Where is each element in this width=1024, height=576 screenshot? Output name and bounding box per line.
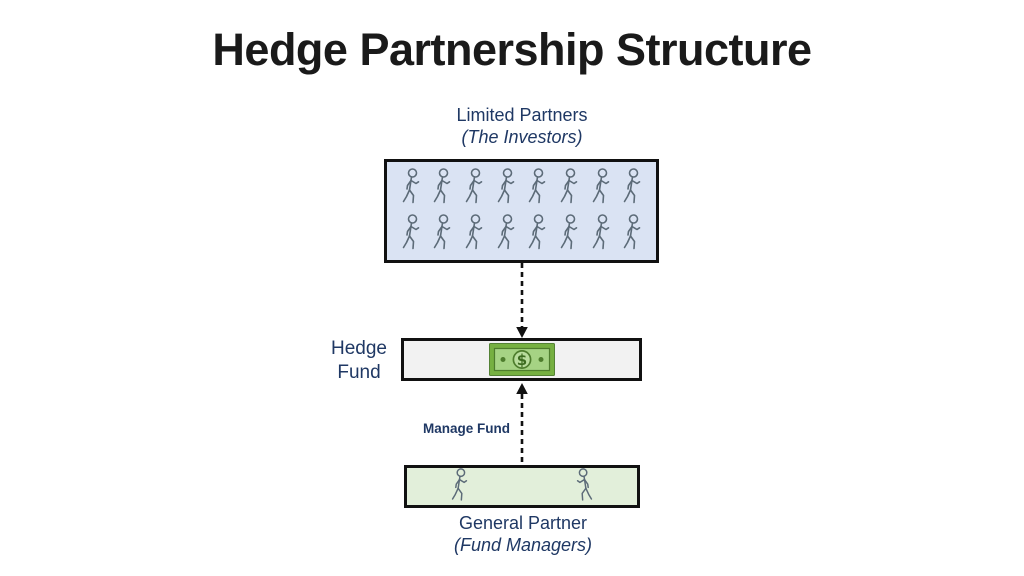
limited-partners-box (384, 159, 659, 263)
person-icon (623, 214, 641, 250)
person-icon (465, 214, 483, 250)
limited-partners-label: Limited Partners (The Investors) (392, 104, 652, 148)
limited-partners-label-sub: (The Investors) (461, 127, 583, 147)
person-icon (402, 168, 420, 204)
dollar-symbol: $ (516, 351, 526, 369)
dollar-bill-icon: $ (488, 343, 555, 376)
person-icon (560, 214, 578, 250)
manage-fund-label: Manage Fund (423, 421, 510, 436)
limited-partners-label-main: Limited Partners (456, 105, 588, 125)
person-icon (434, 168, 451, 204)
person-icon (465, 168, 483, 204)
person-icon (592, 214, 609, 250)
flow-arrow-investors-to-fund (516, 263, 528, 338)
person-icon (529, 214, 546, 250)
person-icon (451, 468, 468, 501)
person-icon (576, 468, 593, 501)
person-icon (560, 168, 578, 204)
person-icon (497, 168, 514, 204)
flow-arrow-gp-to-fund (516, 383, 528, 465)
general-partner-box (404, 465, 640, 508)
person-icon (402, 214, 420, 250)
hedge-fund-box: $ (401, 338, 642, 381)
person-icon (529, 168, 546, 204)
general-partner-label-main: General Partner (458, 513, 588, 533)
page-title: Hedge Partnership Structure (212, 24, 812, 75)
person-icon (592, 168, 609, 204)
general-partner-label: General Partner (Fund Managers) (393, 512, 653, 556)
general-partner-label-sub: (Fund Managers) (453, 535, 593, 555)
person-icon (497, 214, 514, 250)
hedge-fund-label: Hedge Fund (331, 338, 387, 383)
person-icon (434, 214, 451, 250)
person-icon (623, 168, 641, 204)
